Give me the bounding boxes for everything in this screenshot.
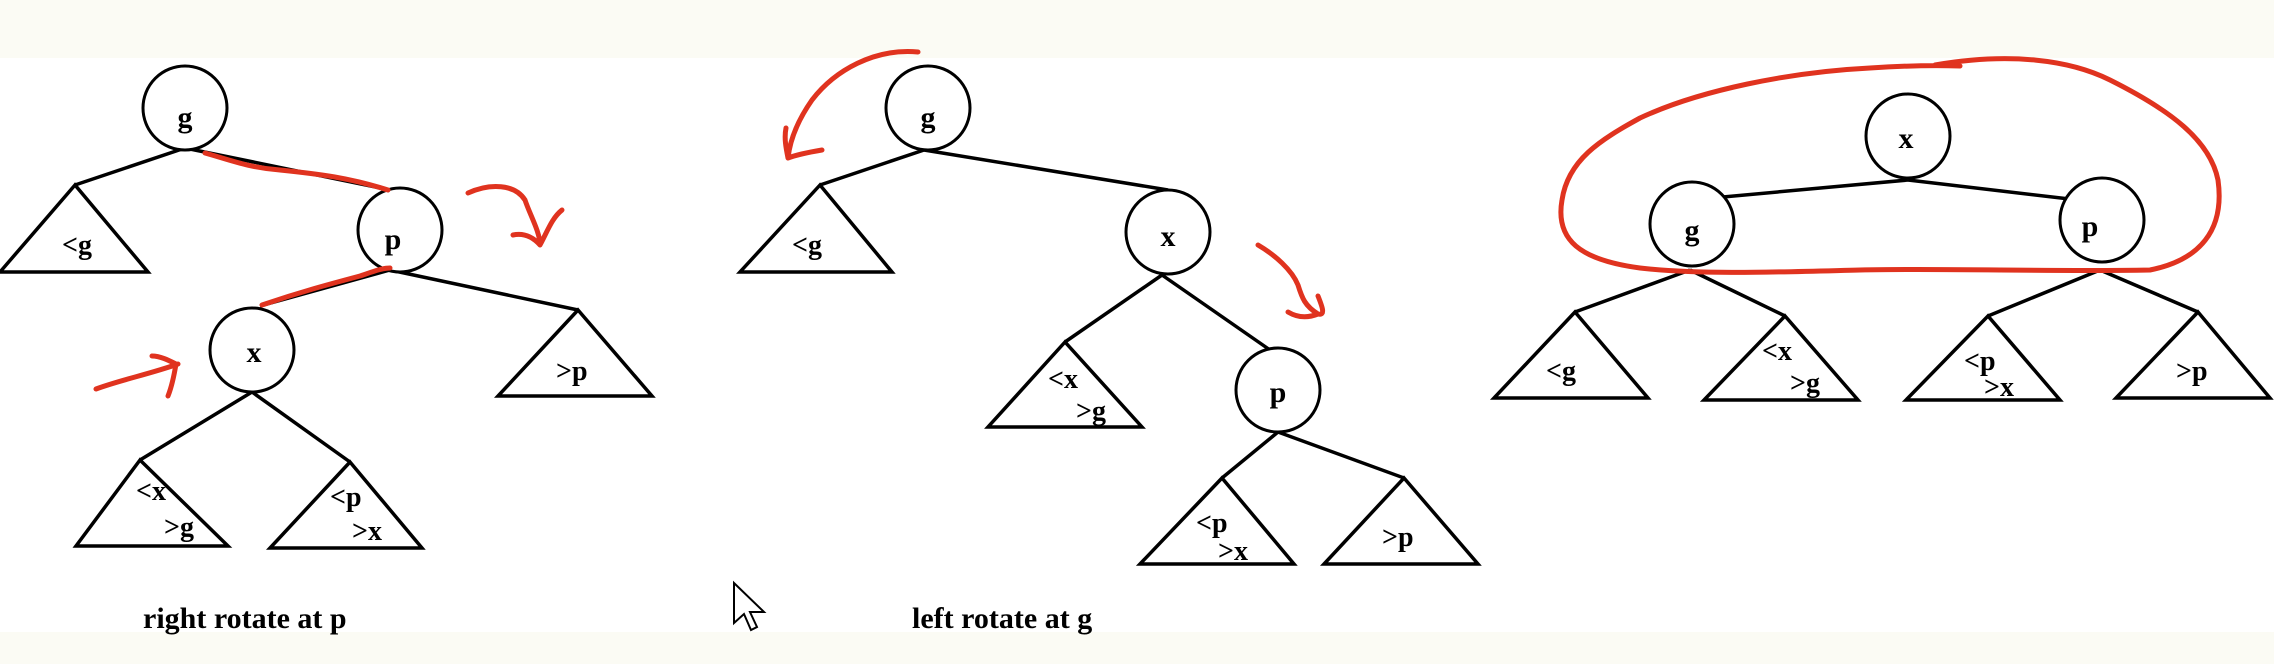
edge-x-right (250, 390, 352, 464)
subtree-lt-x-gt-g: <x >g (984, 339, 1146, 429)
svg-text:g: g (921, 101, 936, 134)
edge-x-g (1689, 178, 1909, 202)
svg-text:<g: <g (792, 230, 822, 261)
svg-text:<p: <p (330, 482, 362, 513)
svg-text:<x: <x (1048, 364, 1078, 395)
node-p: p (2058, 176, 2146, 264)
svg-text:x: x (1899, 122, 1914, 155)
svg-text:g: g (1685, 214, 1700, 247)
subtree-gt-p: >p (493, 307, 656, 398)
diagram-right-rotate: <g >p <x >g <p >x g p (0, 64, 656, 635)
svg-text:p: p (385, 223, 402, 256)
node-g: g (141, 64, 229, 152)
svg-text:>g: >g (164, 512, 194, 543)
edge-p-left (1220, 430, 1280, 480)
ink-arrow-rotate-left (782, 49, 921, 161)
svg-text:>p: >p (1382, 522, 1414, 553)
subtree-gt-p: >p (2111, 309, 2274, 400)
svg-text:<x: <x (136, 476, 166, 507)
edge-g-right (1689, 268, 1786, 318)
node-p: p (1234, 346, 1322, 434)
caption-left-rotate: left rotate at g (912, 602, 1092, 635)
svg-text:x: x (1161, 220, 1176, 253)
svg-text:>x: >x (352, 516, 382, 547)
svg-text:>p: >p (2176, 356, 2208, 387)
svg-text:<p: <p (1964, 346, 1996, 377)
svg-text:<x: <x (1762, 336, 1792, 367)
edge-p-right (2099, 268, 2199, 314)
node-x: x (1864, 92, 1952, 180)
ink-highlight-p-x (259, 265, 393, 308)
svg-text:<g: <g (62, 230, 92, 261)
ink-highlight-g-p (202, 150, 391, 193)
svg-text:>g: >g (1790, 368, 1820, 399)
subtree-lt-x-gt-g: <x >g (1699, 313, 1862, 402)
svg-text:x: x (247, 336, 262, 369)
top-band (0, 0, 2274, 58)
edge-g-left (1574, 268, 1691, 314)
bottom-band (0, 632, 2274, 664)
edge-p-left (1987, 268, 2101, 318)
subtree-lt-g: <g (1489, 309, 1652, 400)
svg-text:>p: >p (556, 356, 588, 387)
diagram-result: <g <x >g <p >x >p x g (1489, 56, 2274, 403)
edge-x-p (1907, 178, 2079, 202)
svg-text:<g: <g (1546, 356, 1576, 387)
subtree-lt-p-gt-x: <p >x (1901, 313, 2064, 403)
edge-x-p (1161, 273, 1271, 352)
subtree-lt-g: <g (736, 182, 896, 274)
edge-x-left (1064, 273, 1163, 344)
ink-arrow-to-x (93, 353, 181, 399)
edge-p-gtp (389, 268, 579, 312)
node-x: x (1124, 188, 1212, 276)
subtree-gt-p: >p (1319, 475, 1482, 566)
svg-text:p: p (1270, 376, 1287, 409)
svg-text:p: p (2082, 210, 2099, 243)
caption-right-rotate: right rotate at p (143, 602, 347, 635)
subtree-lt-x-gt-g: <x >g (72, 457, 233, 548)
node-p: p (356, 186, 444, 274)
svg-text:>x: >x (1984, 372, 2014, 403)
edge-p-right (1277, 430, 1405, 480)
subtree-lt-p-gt-x: <p >x (1135, 475, 1298, 567)
edge-x-left (139, 390, 253, 462)
ink-arrow-rotate-right (465, 184, 565, 248)
ink-arrow-down-right (1255, 242, 1326, 320)
svg-text:<p: <p (1196, 508, 1228, 539)
subtree-lt-g: <g (0, 182, 152, 274)
svg-text:>g: >g (1076, 396, 1106, 427)
svg-text:g: g (178, 101, 193, 134)
diagram-left-rotate: <g <x >g <p >x >p g x (736, 49, 1482, 635)
edge-g-ltg (819, 148, 925, 187)
mouse-pointer-icon (733, 580, 767, 632)
node-g: g (884, 64, 972, 152)
svg-text:>x: >x (1218, 536, 1248, 567)
subtree-lt-p-gt-x: <p >x (265, 459, 426, 550)
ink-circle-top-nodes (1558, 56, 2222, 275)
node-g: g (1648, 180, 1736, 268)
edge-g-ltg (74, 146, 186, 187)
edge-g-x (923, 148, 1169, 192)
node-x: x (208, 306, 296, 394)
